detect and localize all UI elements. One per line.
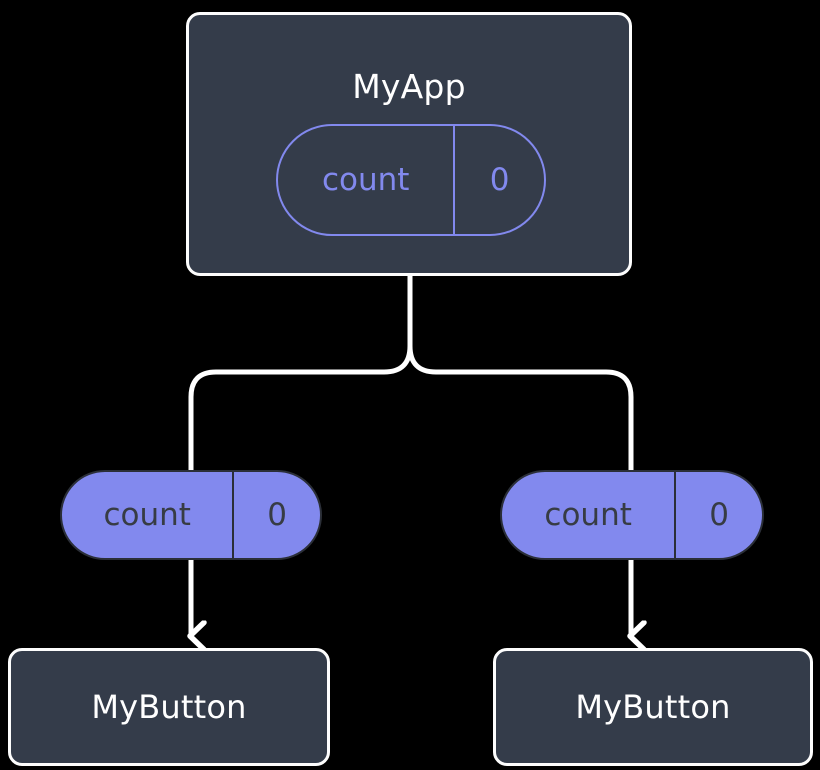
state-pill-myapp-count-value: 0 — [453, 126, 544, 234]
props-pill-left-count-key: count — [103, 496, 191, 533]
node-mybutton-right[interactable]: MyButton — [493, 648, 813, 766]
props-pill-right-count-key: count — [544, 496, 632, 533]
node-mybutton-left-label: MyButton — [91, 688, 247, 726]
state-pill-myapp-count-key: count — [321, 161, 410, 198]
node-mybutton-left[interactable]: MyButton — [8, 648, 330, 766]
props-pill-right-count[interactable]: count 0 — [500, 470, 764, 560]
node-mybutton-right-label: MyButton — [575, 688, 731, 726]
node-myapp-label: MyApp — [352, 67, 466, 106]
edge-root-to-left-branch — [188, 343, 413, 473]
edge-root-to-right-branch — [407, 343, 634, 473]
props-pill-left-count[interactable]: count 0 — [60, 470, 322, 560]
state-pill-myapp-count[interactable]: count 0 — [276, 124, 546, 236]
props-pill-left-count-value: 0 — [232, 472, 320, 558]
props-pill-right-count-value: 0 — [674, 472, 762, 558]
